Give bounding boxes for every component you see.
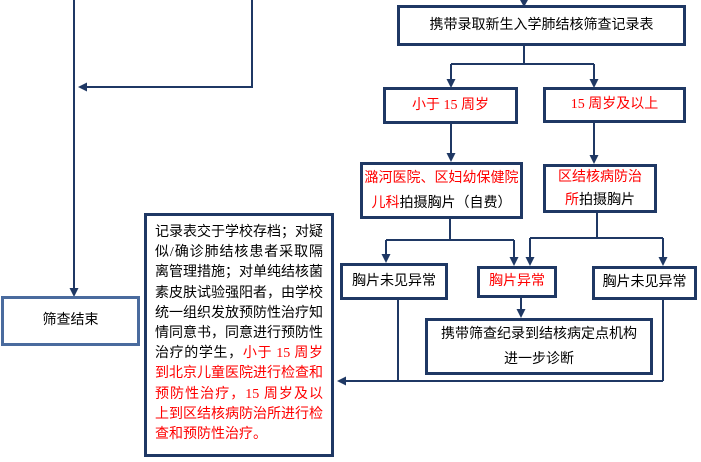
- arrow-down-icon: [446, 79, 456, 88]
- arrow-down-icon: [520, 0, 528, 7]
- arrow-down-icon: [509, 257, 519, 266]
- node-record-form: 携带录取新生入学肺结核筛查记录表: [397, 5, 686, 46]
- node-label-line2: 所拍摄胸片: [565, 192, 635, 208]
- arrow-down-icon: [658, 257, 668, 266]
- flow-line: [87, 0, 253, 88]
- arrow-down-icon: [589, 155, 599, 164]
- note-text-black: 记录表交于学校存档；对疑似/确诊肺结核患者采取隔离管理措施；对单纯结核菌素皮肤试…: [155, 225, 323, 362]
- node-label: 携带录取新生入学肺结核筛查记录表: [429, 17, 654, 33]
- flow-line: [385, 219, 515, 257]
- node-xray-normal-left: 胸片未见异常: [340, 263, 448, 300]
- node-label: 胸片异常: [489, 274, 545, 289]
- flow-line: [529, 213, 664, 257]
- node-further-diagnosis: 携带筛查纪录到结核病定点机构 进一步诊断: [425, 318, 653, 375]
- arrow-down-icon: [446, 153, 456, 162]
- node-xray-normal-right: 胸片未见异常: [592, 266, 697, 300]
- arrow-left-icon: [78, 82, 87, 92]
- flow-line: [450, 46, 595, 79]
- node-label-line2: 儿科拍摄胸片（自费）: [371, 195, 512, 211]
- arrow-down-icon: [516, 309, 526, 318]
- arrow-left-icon: [337, 376, 346, 386]
- note-text-red: 小于 15 周岁到北京儿童医院进行检查和预防性治疗，15 周岁及以上到区结核病防…: [155, 346, 324, 443]
- node-label-line2: 进一步诊断: [504, 351, 574, 367]
- arrow-down-icon: [381, 254, 391, 263]
- node-label: 15 周岁及以上: [570, 97, 659, 112]
- node-label: 胸片未见异常: [602, 275, 687, 290]
- node-archive-note: 记录表交于学校存档；对疑似/确诊肺结核患者采取隔离管理措施；对单纯结核菌素皮肤试…: [144, 213, 334, 457]
- node-tb-dispensary: 区结核病防治 所拍摄胸片: [543, 164, 657, 213]
- node-over-15: 15 周岁及以上: [543, 87, 686, 123]
- arrow-down-icon: [525, 257, 535, 266]
- node-label-line1: 区结核病防治: [558, 169, 642, 185]
- arrow-down-icon: [589, 79, 599, 88]
- node-screening-end: 筛查结束: [1, 296, 140, 346]
- node-luhe-hospital: 潞河医院、区妇幼保健院 儿科拍摄胸片（自费）: [360, 162, 523, 219]
- node-under-15: 小于 15 周岁: [383, 87, 518, 124]
- node-label: 胸片未见异常: [352, 273, 436, 289]
- flow-line: [346, 300, 664, 382]
- node-label: 筛查结束: [42, 313, 99, 328]
- arrow-down-icon: [69, 288, 79, 297]
- node-label-line1: 潞河医院、区妇幼保健院: [364, 170, 519, 186]
- node-xray-abnormal: 胸片异常: [477, 266, 557, 298]
- node-label: 小于 15 周岁: [412, 97, 489, 113]
- node-label-line1: 携带筛查纪录到结核病定点机构: [441, 326, 637, 342]
